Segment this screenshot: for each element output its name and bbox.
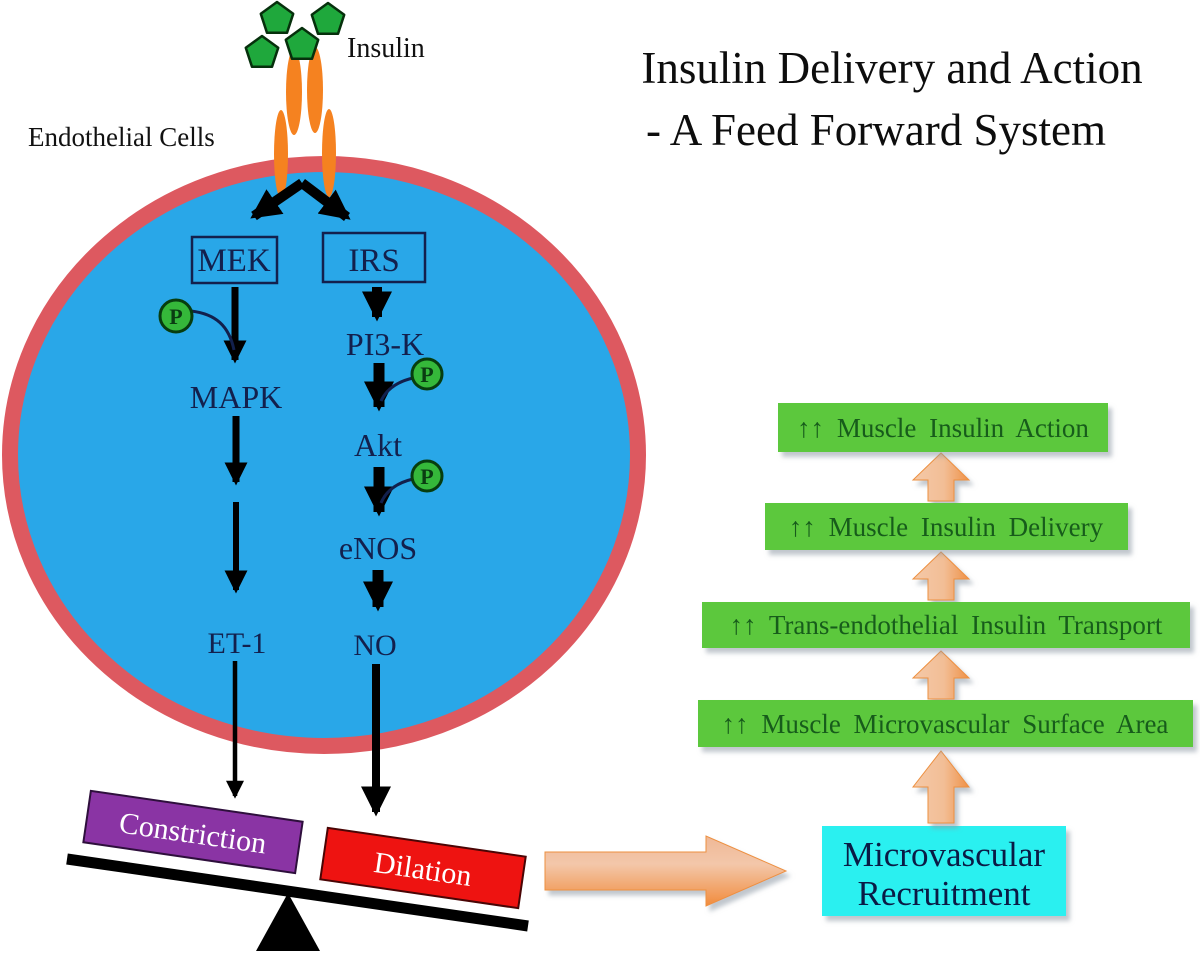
et1-label: ET-1 <box>208 627 267 660</box>
recruitment-label-line1: Microvascular <box>843 835 1045 874</box>
phosphate-circle-icon <box>410 357 444 391</box>
seesaw: Constriction Dilation <box>66 789 529 951</box>
cascade-label: ↑↑ Muscle Insulin Action <box>797 413 1089 443</box>
insulin-pentagon-icon <box>284 26 320 61</box>
fulcrum-triangle-icon <box>256 893 320 951</box>
irs-box <box>321 231 427 284</box>
cascade-rect <box>778 403 1108 452</box>
p-connector <box>379 477 414 504</box>
dilation-rect <box>319 826 527 910</box>
mek-box <box>190 235 279 285</box>
pathway-nodes: MEK IRS PI3-K MAPK Akt eNOS ET-1 NO <box>190 231 427 662</box>
phosphate-badges: P P P <box>158 298 444 493</box>
endothelial-cells-label: Endothelial Cells <box>28 122 215 152</box>
insulin-receptor-icon <box>274 47 336 198</box>
recruitment-rect <box>822 826 1066 916</box>
mek-label: MEK <box>197 243 271 279</box>
recruitment-box: Microvascular Recruitment <box>822 826 1066 916</box>
receptor-subunit <box>322 109 336 197</box>
phosphate-badge: P <box>410 357 444 391</box>
insulin-pentagon-icon <box>259 0 295 35</box>
insulin-pentagon-icon <box>310 1 346 36</box>
feed-forward-flow: Microvascular Recruitment ↑↑ Muscle Micr… <box>544 403 1193 916</box>
flow-arrow-up-icon <box>911 650 971 700</box>
cascade-box-insulin-delivery: ↑↑ Muscle Insulin Delivery <box>765 503 1128 550</box>
cascade-rect <box>698 700 1193 747</box>
flow-arrow-right-icon <box>544 835 788 907</box>
cascade-box-insulin-action: ↑↑ Muscle Insulin Action <box>778 403 1108 452</box>
receptor-subunit <box>307 47 323 133</box>
receptor-subunit <box>286 49 302 135</box>
phosphate-connectors <box>190 309 414 504</box>
akt-label: Akt <box>354 427 402 463</box>
phosphate-badge: P <box>158 298 194 334</box>
diagram-title: Insulin Delivery and Action - A Feed For… <box>641 43 1142 155</box>
phosphate-badge: P <box>410 459 444 493</box>
phosphate-letter: P <box>420 464 433 489</box>
branch-arrow-right <box>298 179 351 221</box>
flow-arrow-up-icon <box>911 750 971 824</box>
dilation-box: Dilation <box>319 826 527 910</box>
phosphate-letter: P <box>169 304 182 329</box>
mapk-label: MAPK <box>190 379 282 415</box>
phosphate-circle-icon <box>158 298 194 334</box>
irs-label: IRS <box>348 243 399 279</box>
pi3k-label: PI3-K <box>346 326 424 362</box>
insulin-pentagon-icon <box>244 34 280 69</box>
title-line1: Insulin Delivery and Action <box>641 43 1142 93</box>
enos-label: eNOS <box>339 530 417 566</box>
phosphate-circle-icon <box>410 459 444 493</box>
flow-arrow-up-icon <box>911 452 971 502</box>
constriction-rect <box>82 789 304 875</box>
cascade-label: ↑↑ Muscle Insulin Delivery <box>789 512 1104 542</box>
flow-up-arrows <box>911 452 971 824</box>
flow-arrow-up-icon <box>911 551 971 601</box>
cascade-rect <box>765 503 1128 550</box>
branch-arrow-left <box>250 178 305 221</box>
insulin-label: Insulin <box>347 33 425 64</box>
phosphate-letter: P <box>420 362 433 387</box>
seesaw-plank <box>66 853 529 932</box>
constriction-box: Constriction <box>82 789 304 875</box>
insulin-molecules-icon <box>244 0 346 69</box>
no-label: NO <box>353 629 396 662</box>
cascade-rect <box>702 602 1190 648</box>
p-connector <box>190 309 236 351</box>
cascade-box-transendothelial-transport: ↑↑ Trans-endothelial Insulin Transport <box>702 602 1190 648</box>
cascade-label: ↑↑ Muscle Microvascular Surface Area <box>722 709 1169 739</box>
cascade-box-surface-area: ↑↑ Muscle Microvascular Surface Area <box>698 700 1193 747</box>
cascade-label: ↑↑ Trans-endothelial Insulin Transport <box>730 610 1163 640</box>
receptor-subunit <box>274 110 288 198</box>
title-line2: - A Feed Forward System <box>646 105 1106 155</box>
p-connector <box>379 376 414 402</box>
recruitment-label-line2: Recruitment <box>857 874 1030 913</box>
